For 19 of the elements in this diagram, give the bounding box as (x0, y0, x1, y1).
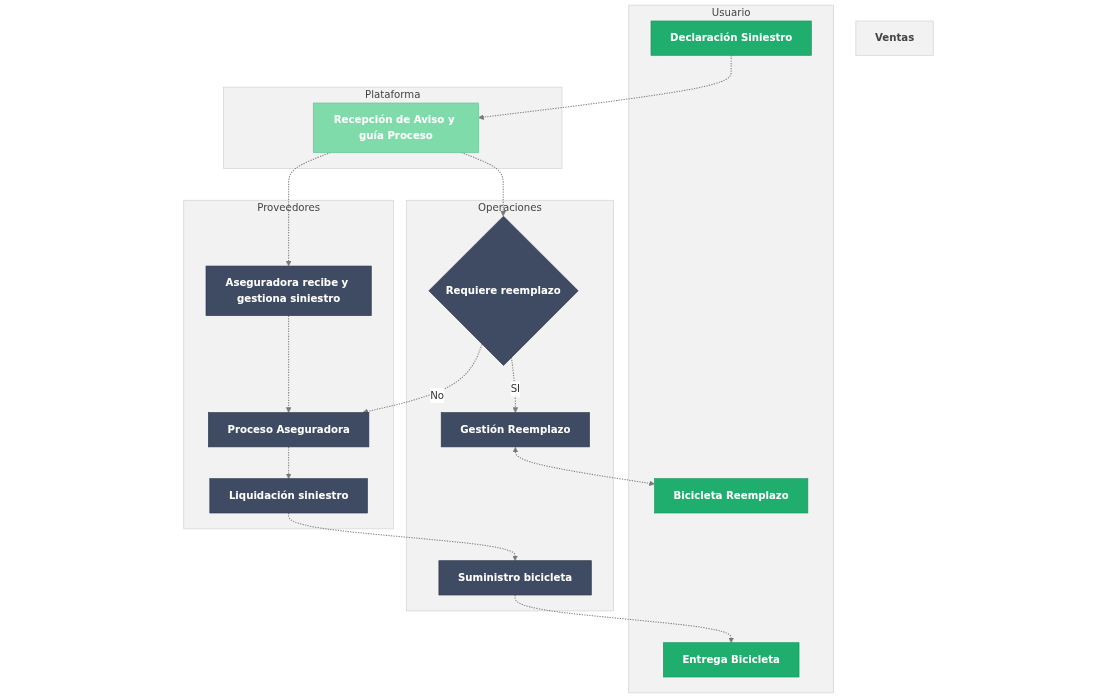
arrow (478, 54, 732, 120)
edge-label: SI (510, 382, 521, 395)
node-box: Liquidación siniestro (209, 478, 368, 514)
node-box: Ventas (855, 20, 934, 56)
edge-label: No (430, 389, 444, 402)
arrow (362, 343, 483, 415)
node-box: Recepción de Aviso y guía Proceso (312, 102, 479, 153)
node-diamond: Requiere reemplazo (428, 215, 579, 366)
node-box: Aseguradora recibe y gestiona siniestro (205, 265, 372, 316)
node-box: Declaración Siniestro (650, 20, 812, 56)
node-box: Entrega Bicicleta (663, 642, 800, 678)
arrow (512, 446, 655, 487)
node-box: Suministro bicicleta (438, 560, 592, 596)
arrow (510, 356, 519, 413)
node-box: Gestión Reemplazo (440, 412, 590, 448)
arrow (285, 315, 292, 413)
arrow (285, 446, 292, 479)
node-box: Bicicleta Reemplazo (654, 478, 809, 514)
node-box: Proceso Aseguradora (208, 412, 370, 448)
